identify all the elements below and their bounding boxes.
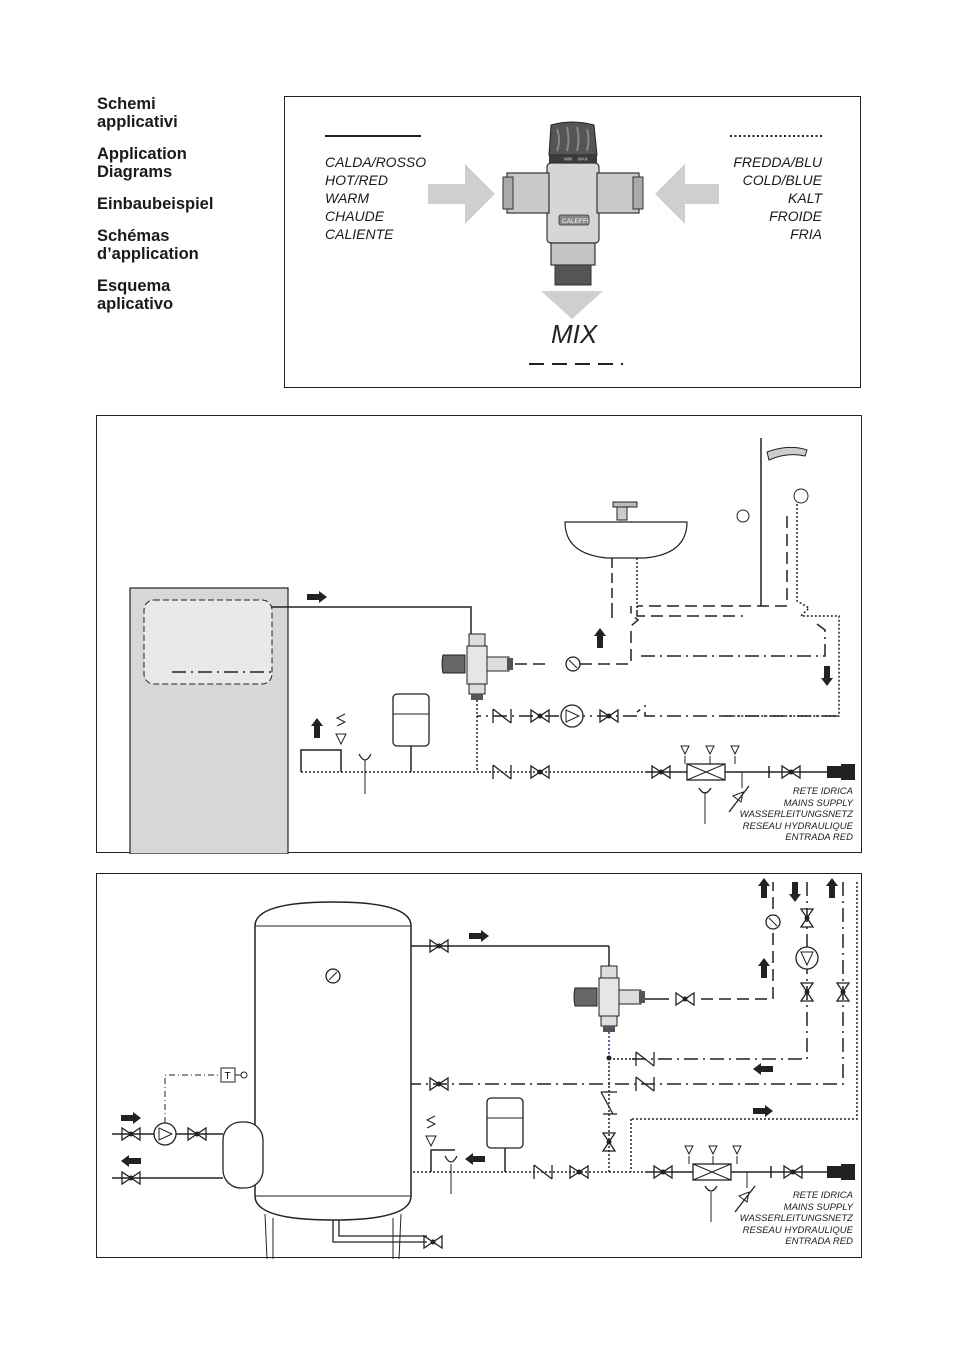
knob-max-label: MAX [578, 157, 588, 162]
cold-label-es: FRIA [790, 226, 822, 242]
supply-label-de: WASSERLEITUNGSNETZ [739, 809, 853, 820]
cold-label-en: COLD/BLUE [742, 172, 822, 188]
storage-tank [254, 901, 412, 1221]
supply-label-es: ENTRADA RED [785, 832, 853, 843]
mixing-valve-2 [573, 965, 645, 1032]
hot-labels: CALDA/ROSSO HOT/RED WARM CHAUDE CALIENTE [325, 153, 426, 243]
mix-outlet-arrow [541, 291, 603, 319]
cold-label-it: FREDDA/BLU [733, 154, 822, 170]
heat-exchanger-2 [222, 1121, 264, 1189]
cold-label-de: KALT [788, 190, 822, 206]
diagram2-graphics: T [112, 878, 858, 1259]
mix-label: MIX [551, 319, 598, 349]
supply-label-it-2: RETE IDRICA [792, 1190, 853, 1201]
hot-label-it: CALDA/ROSSO [325, 154, 427, 170]
supply-label-it: RETE IDRICA [792, 786, 853, 797]
diagram1-graphics [129, 438, 855, 854]
mixing-valve-illustration: MIN MAX CALEFFI [502, 121, 644, 286]
title-spanish: Esquema aplicativo [97, 277, 174, 313]
title-italian: Schemi applicativi [97, 95, 178, 131]
legend-graphics: MIN MAX CALEFFI [325, 121, 822, 365]
hot-inlet-arrow [428, 164, 495, 224]
supply-label-en: MAINS SUPPLY [783, 797, 853, 809]
washbasin [564, 521, 688, 559]
expansion-vessel [392, 693, 430, 747]
cold-inlet-arrow [655, 164, 719, 224]
expansion-vessel-2 [486, 1097, 524, 1149]
title-german: Einbaubeispiel [97, 195, 214, 213]
mains-supply-labels-2: RETE IDRICA MAINS SUPPLY WASSERLEITUNGSN… [740, 1190, 853, 1248]
hot-label-fr: CHAUDE [325, 208, 385, 224]
mixing-valve-1 [441, 633, 514, 701]
diagram-storage-tank-system: T [96, 873, 862, 1259]
hot-label-es: CALIENTE [325, 226, 394, 242]
supply-label-en-2: MAINS SUPPLY [783, 1201, 853, 1213]
title-french: Schémas d’application [97, 227, 199, 263]
title-english: Application Diagrams [97, 145, 187, 181]
hot-label-en: HOT/RED [325, 172, 388, 188]
knob-min-label: MIN [564, 157, 572, 162]
supply-label-fr-2: RESEAU HYDRAULIQUE [742, 1224, 853, 1236]
legend-box: MIN MAX CALEFFI CALDA/ROSSO HOT/RED WARM… [284, 96, 861, 388]
supply-label-fr: RESEAU HYDRAULIQUE [742, 820, 853, 832]
thermostat-label: T [225, 1071, 231, 1082]
brand-label: CALEFFI [562, 218, 589, 225]
heat-exchanger [143, 599, 273, 685]
cold-label-fr: FROIDE [769, 208, 822, 224]
hot-label-de: WARM [325, 190, 370, 206]
cold-labels: FREDDA/BLU COLD/BLUE KALT FROIDE FRIA [733, 153, 822, 243]
mains-supply-labels-1: RETE IDRICA MAINS SUPPLY WASSERLEITUNGSN… [740, 786, 853, 844]
section-titles: Schemi applicativi Application Diagrams … [97, 95, 277, 327]
supply-label-de-2: WASSERLEITUNGSNETZ [739, 1213, 853, 1224]
diagram-boiler-system: RETE IDRICA MAINS SUPPLY WASSERLEITUNGSN… [96, 415, 862, 854]
supply-label-es-2: ENTRADA RED [785, 1236, 853, 1247]
